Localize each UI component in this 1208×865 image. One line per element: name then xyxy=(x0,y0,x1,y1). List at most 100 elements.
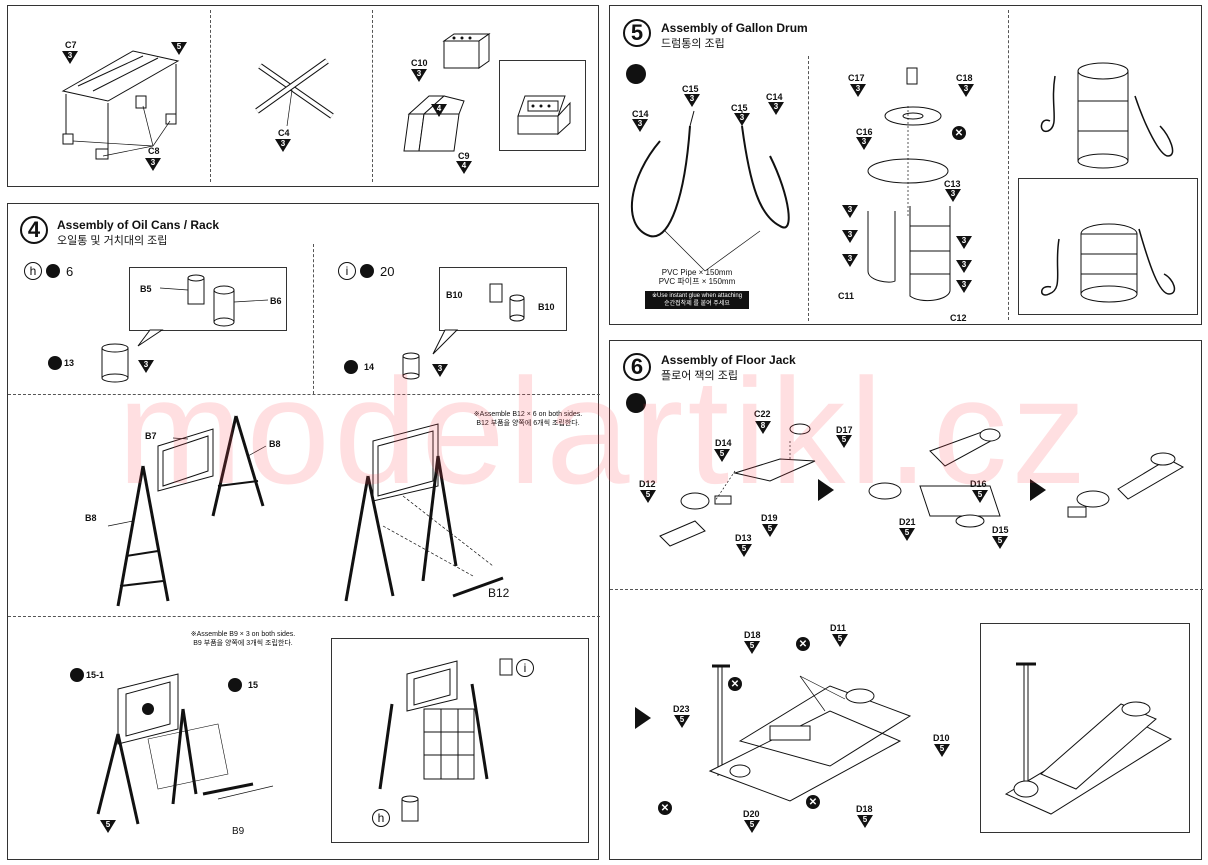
part-badge: 3 xyxy=(734,113,750,126)
label-d11: D11 xyxy=(830,623,847,633)
sprue-icon xyxy=(360,264,374,278)
part-badge: 8 xyxy=(755,421,771,434)
note-ko: B12 부품을 양쪽에 6개씩 조립한다. xyxy=(476,420,580,427)
label-d17: D17 xyxy=(836,425,853,435)
part-i-icon: i xyxy=(516,659,534,677)
pipe-en: PVC Pipe × 150mm xyxy=(661,268,733,277)
part-badge: 3 xyxy=(842,205,858,218)
jack-inset xyxy=(980,623,1190,833)
step-number: 5 xyxy=(623,19,651,47)
note-b12: ※Assemble B12 × 6 on both sides. B12 부품을… xyxy=(463,410,593,428)
no-glue-icon: ✕ xyxy=(806,795,820,809)
label-b12: B12 xyxy=(488,586,510,600)
part-badge: 3 xyxy=(145,158,161,171)
divider xyxy=(1008,10,1009,320)
divider xyxy=(808,56,809,321)
oil-can-h xyxy=(101,343,129,383)
part-badge: 3 xyxy=(856,137,872,150)
jack-stage1-drawing xyxy=(659,423,816,547)
rack-frame-drawing xyxy=(107,415,267,607)
can-callout-i: B10 B10 xyxy=(439,267,567,331)
i-count: 20 xyxy=(380,264,395,279)
label-c16: C16 xyxy=(856,127,873,137)
arrow-icon xyxy=(635,707,651,729)
part-badge: 5 xyxy=(899,528,915,541)
star-icon xyxy=(344,360,358,374)
label-c15: C15 xyxy=(731,103,748,113)
step-title-ko: 오일통 및 거치대의 조립 xyxy=(57,235,168,247)
step-number: 4 xyxy=(20,216,48,244)
label-b8: B8 xyxy=(269,439,281,449)
arrow-icon xyxy=(1030,479,1046,501)
no-glue-icon: ✕ xyxy=(728,677,742,691)
label-c14: C14 xyxy=(632,109,649,119)
drum-final-drawing xyxy=(1040,62,1174,169)
label-c18: C18 xyxy=(956,73,973,83)
no-glue-icon: ✕ xyxy=(658,801,672,815)
label-b10: B10 xyxy=(446,290,463,300)
label-c8: C8 xyxy=(148,146,160,156)
part-badge: 3 xyxy=(850,84,866,97)
part-badge: 3 xyxy=(62,51,78,64)
label-d10: D10 xyxy=(933,733,950,743)
glue-note: ※Use instant glue when attaching 순간접착제 를… xyxy=(645,291,749,309)
label-b5: B5 xyxy=(140,284,152,294)
star-icon xyxy=(228,678,242,692)
label-d19: D19 xyxy=(761,513,778,523)
drum-inset xyxy=(1018,178,1198,315)
step6-panel: 6 Assembly of Floor Jack 플로어 잭의 조립 C22 8… xyxy=(609,340,1203,860)
label-c10: C10 xyxy=(411,58,428,68)
rack-inset: i h xyxy=(331,638,589,843)
divider xyxy=(372,10,373,182)
label-c17: C17 xyxy=(848,73,865,83)
part-badge: 5 xyxy=(640,490,656,503)
step-title-ko: 드럼통의 조립 xyxy=(661,38,725,50)
part-badge: 5 xyxy=(836,435,852,448)
no-glue-icon: ✕ xyxy=(952,126,966,140)
part-badge: 5 xyxy=(972,490,988,503)
label-d23: D23 xyxy=(673,704,690,714)
glue-icon xyxy=(626,393,646,413)
jack-base-drawing xyxy=(708,664,912,802)
step-number: 6 xyxy=(623,353,651,381)
callout-pointer xyxy=(137,329,164,347)
part-badge: 5 xyxy=(100,820,116,833)
step4-panel: 4 Assembly of Oil Cans / Rack 오일통 및 거치대의… xyxy=(7,203,600,860)
part-badge: 5 xyxy=(992,536,1008,549)
label-b6: B6 xyxy=(270,296,282,306)
glue-en: ※Use instant glue when attaching xyxy=(651,293,743,299)
label-b10: B10 xyxy=(538,302,555,312)
rack-b12-drawing xyxy=(344,423,504,602)
step-title: Assembly of Oil Cans / Rack xyxy=(57,218,220,232)
star-icon xyxy=(48,356,62,370)
part-badge: 5 xyxy=(744,641,760,654)
label-c14: C14 xyxy=(766,92,783,102)
part-badge: 3 xyxy=(684,94,700,107)
label-d12: D12 xyxy=(639,479,656,489)
divider xyxy=(610,589,1203,590)
part-badge: 5 xyxy=(744,820,760,833)
part-badge: 3 xyxy=(432,364,448,377)
note-ko: B9 부품을 양쪽에 3개씩 조립한다. xyxy=(193,640,293,647)
part-badge: 3 xyxy=(842,254,858,267)
part-badge: 5 xyxy=(934,744,950,757)
divider xyxy=(8,616,600,617)
part-badge: 3 xyxy=(956,280,972,293)
part-badge: 3 xyxy=(956,260,972,273)
part-badge: 5 xyxy=(762,524,778,537)
divider xyxy=(8,394,600,395)
cart-drawing xyxy=(61,50,180,160)
star-15-1: 15-1 xyxy=(86,670,105,680)
star-13: 13 xyxy=(64,358,75,368)
label-c7: C7 xyxy=(65,40,77,50)
sprue-icon xyxy=(46,264,60,278)
part-badge: 5 xyxy=(857,815,873,828)
step5-panel: 5 Assembly of Gallon Drum 드럼통의 조립 C14 3 … xyxy=(609,5,1202,325)
part-badge: 4 xyxy=(431,104,447,117)
pipe-ko: PVC 파이프 × 150mm xyxy=(658,277,736,286)
label-b8: B8 xyxy=(85,513,97,523)
part-badge: 4 xyxy=(456,161,472,174)
label-b9: B9 xyxy=(232,826,245,837)
oil-can-i xyxy=(402,352,420,380)
divider xyxy=(313,244,314,394)
